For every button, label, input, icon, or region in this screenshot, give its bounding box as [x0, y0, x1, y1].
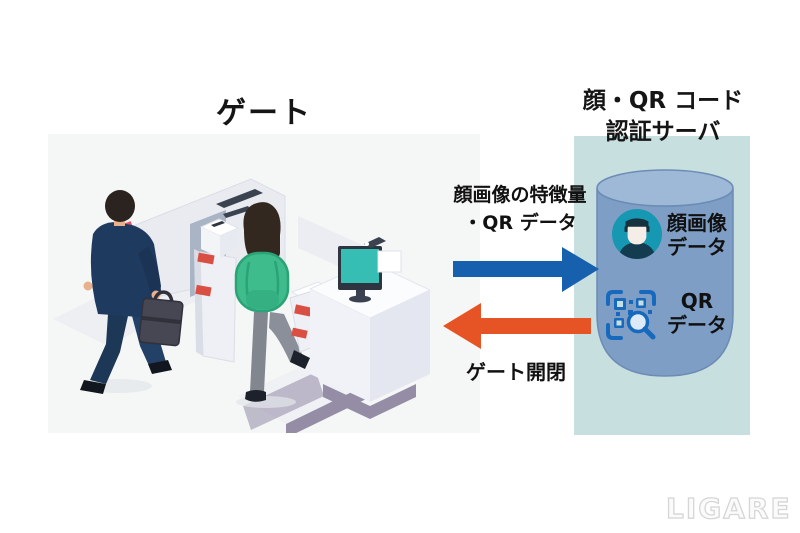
scanner-label [294, 304, 312, 317]
briefcase [138, 290, 184, 347]
card-slot [211, 221, 225, 227]
backpack [234, 251, 290, 313]
hair [243, 202, 281, 261]
face-data-label: 顔画像 データ [667, 211, 727, 259]
shoe [290, 350, 310, 369]
gate-section-title: ゲート [216, 96, 312, 131]
flow-label-to-gate: ゲート開閉 [466, 360, 566, 384]
hair [105, 190, 135, 222]
server-title-line1: 顔・QR コード [582, 88, 744, 114]
staff-desk [298, 216, 432, 419]
kiosk-scanner-1 [194, 206, 251, 363]
server-title-line2: 認証サーバ [605, 119, 721, 146]
camera-bar [216, 189, 263, 208]
flow-arrows [443, 247, 599, 349]
staff-monitor [338, 246, 382, 303]
surveillance-camera [223, 206, 251, 218]
scanner-label [195, 284, 212, 297]
woman-with-backpack [234, 202, 310, 408]
ligare-watermark: LIGARE [665, 491, 792, 525]
magnifier-handle [642, 326, 656, 340]
arrow-to-server [453, 247, 599, 292]
database-cylinder [596, 169, 734, 377]
qr-data-label: QR データ [667, 289, 727, 337]
hand [83, 281, 93, 291]
scanner-label [291, 327, 308, 339]
qr-code-search-icon [606, 290, 656, 340]
arrow-to-gate [443, 303, 591, 349]
shoe [148, 360, 172, 374]
face-avatar-icon [612, 209, 662, 259]
shoe [245, 390, 266, 402]
magnifier-lens [626, 310, 650, 334]
flow-label-to-server: 顔画像の特徴量 ・QR データ [453, 184, 587, 234]
shoe [80, 380, 106, 394]
gate-illustration [53, 178, 432, 433]
gate-panel [48, 134, 480, 433]
monitor-screen [341, 249, 379, 283]
man-with-briefcase [80, 190, 184, 394]
suit-jacket [90, 222, 161, 318]
server-section-title: 顔・QR コード 認証サーバ [563, 86, 763, 148]
desk-camera [364, 237, 402, 273]
scanner-label [197, 252, 215, 265]
